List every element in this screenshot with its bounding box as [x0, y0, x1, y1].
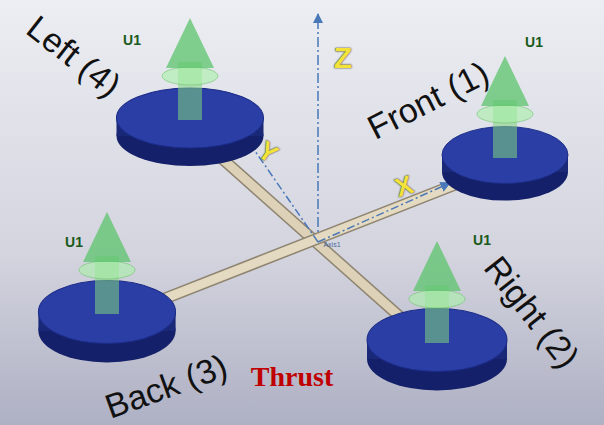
- title-label: Thrust: [251, 363, 333, 391]
- rotor-name: Left (4): [21, 9, 127, 102]
- rotor-name: Back (3): [101, 348, 232, 423]
- thrust-arrow: [162, 18, 218, 120]
- rotor-name: Right (2): [478, 250, 585, 374]
- thrust-symbol: U1: [473, 233, 491, 247]
- thrust-symbol: U1: [65, 235, 83, 249]
- z-axis: [317, 14, 319, 245]
- axis-name: X: [392, 171, 417, 201]
- axis-name: Y: [253, 136, 282, 167]
- rotor-name: Front (1): [362, 55, 494, 144]
- axis-name: Z: [334, 43, 352, 73]
- thrust-arrow: [79, 212, 135, 314]
- x-axis: [318, 183, 450, 242]
- thrust-symbol: U1: [525, 35, 543, 49]
- thrust-arrow: [409, 241, 465, 343]
- thrust-symbol: U1: [123, 33, 141, 47]
- axis-tag: Axis1: [323, 241, 340, 248]
